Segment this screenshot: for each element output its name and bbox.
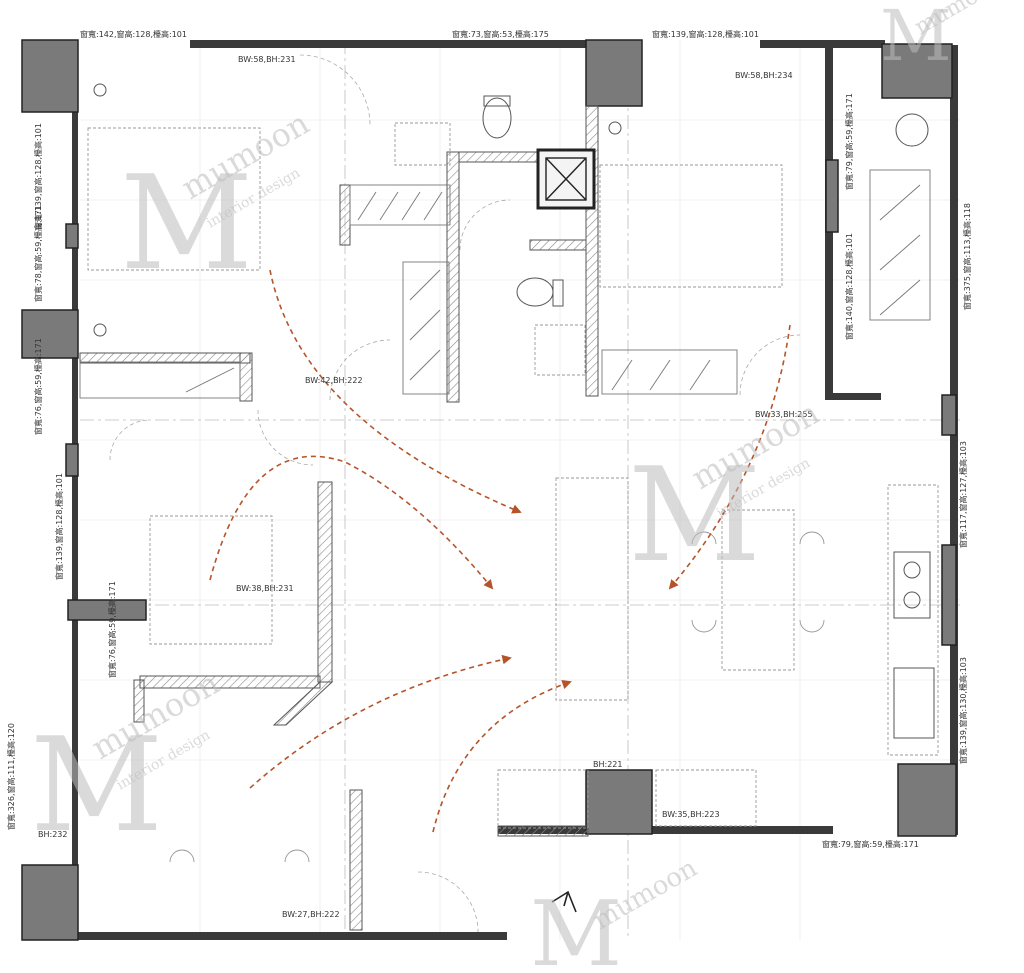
label-window-right-5: 窗寬:139,窗高:130,檯高:103 — [958, 657, 968, 764]
structural-columns — [21, 39, 957, 941]
dining-chairs — [169, 531, 825, 863]
bed-master — [87, 127, 261, 271]
watermark-letter-3: M — [30, 709, 163, 861]
label-bh232: BH:232 — [38, 830, 67, 839]
label-window-top-left: 窗寬:142,窗高:128,檯高:101 — [80, 29, 187, 39]
label-bw58-234: BW:58,BH:234 — [735, 71, 793, 80]
label-window-left-3: 窗寬:76,窗高:59,檯高:171 — [33, 338, 43, 435]
label-window-right-4: 窗寬:117,窗高:127,檯高:103 — [958, 441, 968, 548]
bed-third — [149, 515, 273, 645]
label-window-right-3: 窗寬:375,窗高:113,檯高:118 — [962, 203, 972, 310]
interior-walls — [79, 105, 599, 931]
watermark-letter-2: M — [628, 439, 761, 591]
label-window-left-5: 窗寬:76,窗高:59,檯高:171 — [107, 581, 117, 678]
label-bw35-223: BW:35,BH:223 — [662, 810, 720, 819]
watermark-letter-5: M — [880, 0, 952, 77]
label-window-left-6: 窗寬:326,窗高:111,檯高:120 — [6, 723, 16, 830]
label-bw27-222: BW:27,BH:222 — [282, 910, 340, 919]
kitchen-counter — [887, 484, 939, 756]
north-arrow-icon — [551, 890, 577, 913]
label-window-top-mid: 窗寬:73,窗高:53,檯高:175 — [452, 29, 549, 39]
label-window-left-2: 窗寬:78,窗高:59,檯高:171 — [33, 205, 43, 302]
bed-second — [599, 164, 783, 288]
dining-table — [721, 509, 795, 671]
label-window-top-right: 窗寬:139,窗高:128,檯高:101 — [652, 29, 759, 39]
label-window-left-4: 窗寬:139,窗高:128,檯高:101 — [54, 473, 64, 580]
label-window-right-2: 窗寬:140,窗高:128,檯高:101 — [844, 233, 854, 340]
shaft-box — [536, 148, 596, 210]
cabinet-bottom — [497, 769, 589, 829]
label-window-right-1: 窗寬:79,窗高:59,檯高:171 — [844, 93, 854, 190]
wardrobes — [79, 169, 931, 399]
label-bw38-231: BW:38,BH:231 — [236, 584, 294, 593]
label-bw33-255: BW:33,BH:255 — [755, 410, 813, 419]
label-bh221: BH:221 — [593, 760, 622, 769]
label-bw58-231: BW:58,BH:231 — [238, 55, 296, 64]
bath-sink — [394, 122, 451, 166]
bath-sink-2 — [534, 324, 586, 376]
label-window-bottom-right: 窗寬:79,窗高:59,檯高:171 — [822, 839, 919, 849]
door-swings — [109, 54, 801, 933]
tv-cabinet — [655, 769, 757, 827]
watermark-letter-1: M — [120, 147, 253, 299]
plumbing-fixtures — [93, 83, 935, 739]
flow-arrows — [209, 269, 791, 833]
label-bw42-222: BW:42,BH:222 — [305, 376, 363, 385]
furniture — [87, 122, 939, 829]
watermark-letter-4: M — [530, 882, 622, 973]
sofa — [555, 477, 629, 701]
label-window-left-1: 窗寬:139,窗高:128,檯高:101 — [33, 123, 43, 230]
dimension-labels: 窗寬:142,窗高:128,檯高:101 窗寬:73,窗高:53,檯高:175 … — [6, 29, 972, 919]
